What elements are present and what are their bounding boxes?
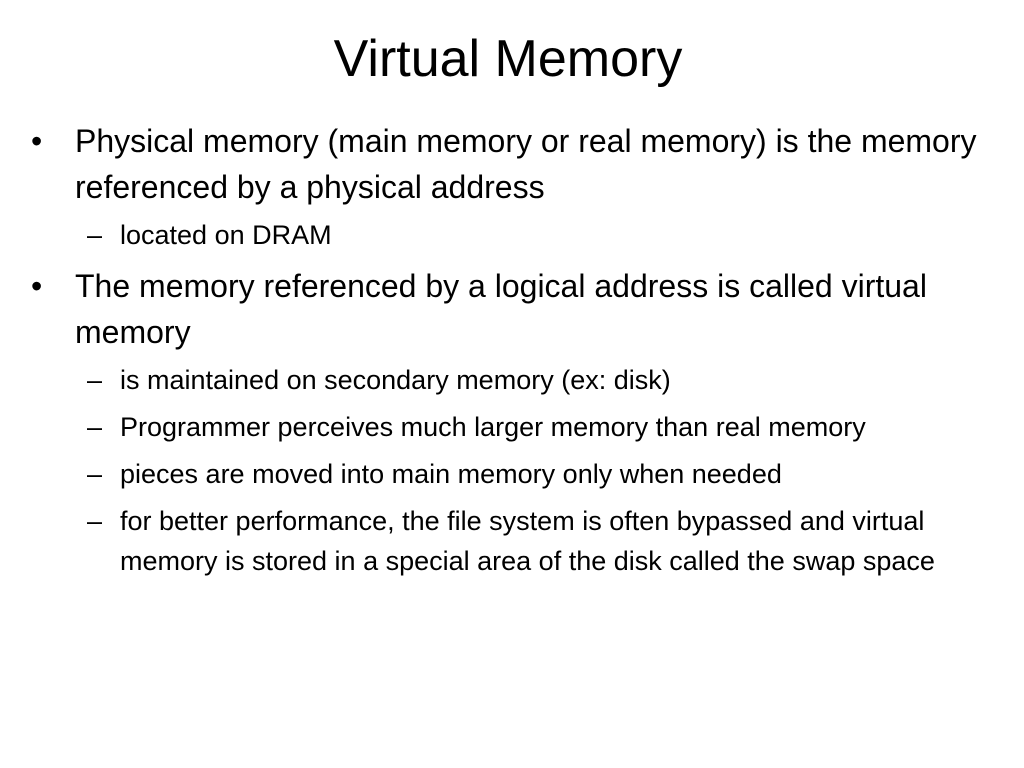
bullet-marker: • <box>31 123 43 159</box>
slide-title: Virtual Memory <box>333 30 683 88</box>
slide-body: • Physical memory (main memory or real m… <box>31 118 991 589</box>
sub-bullet-text: located on DRAM <box>120 220 332 250</box>
dash-marker: – <box>87 459 103 489</box>
bullet-text: The memory referenced by a logical addre… <box>75 268 927 350</box>
dash-marker: – <box>87 412 103 442</box>
bullet-text: Physical memory (main memory or real mem… <box>75 123 977 205</box>
bullet-virtual-memory: • The memory referenced by a logical add… <box>31 263 991 355</box>
bullet-physical-memory: • Physical memory (main memory or real m… <box>31 118 991 210</box>
sub-bullet-secondary-memory: – is maintained on secondary memory (ex:… <box>31 360 991 400</box>
sub-bullet-dram: – located on DRAM <box>31 215 991 255</box>
sub-bullet-text: is maintained on secondary memory (ex: d… <box>120 365 671 395</box>
dash-marker: – <box>87 365 103 395</box>
bullet-marker: • <box>31 268 43 304</box>
sub-list-physical-memory: – located on DRAM <box>31 213 991 255</box>
sub-bullet-pieces-moved: – pieces are moved into main memory only… <box>31 454 991 494</box>
dash-marker: – <box>87 220 103 250</box>
sub-bullet-text: pieces are moved into main memory only w… <box>120 459 782 489</box>
sub-bullet-larger-memory: – Programmer perceives much larger memor… <box>31 407 991 447</box>
sub-bullet-swap-space: – for better performance, the file syste… <box>31 501 991 581</box>
sub-bullet-text: for better performance, the file system … <box>120 506 935 576</box>
dash-marker: – <box>87 506 103 536</box>
sub-list-virtual-memory: – is maintained on secondary memory (ex:… <box>31 358 991 581</box>
sub-bullet-text: Programmer perceives much larger memory … <box>120 412 866 442</box>
